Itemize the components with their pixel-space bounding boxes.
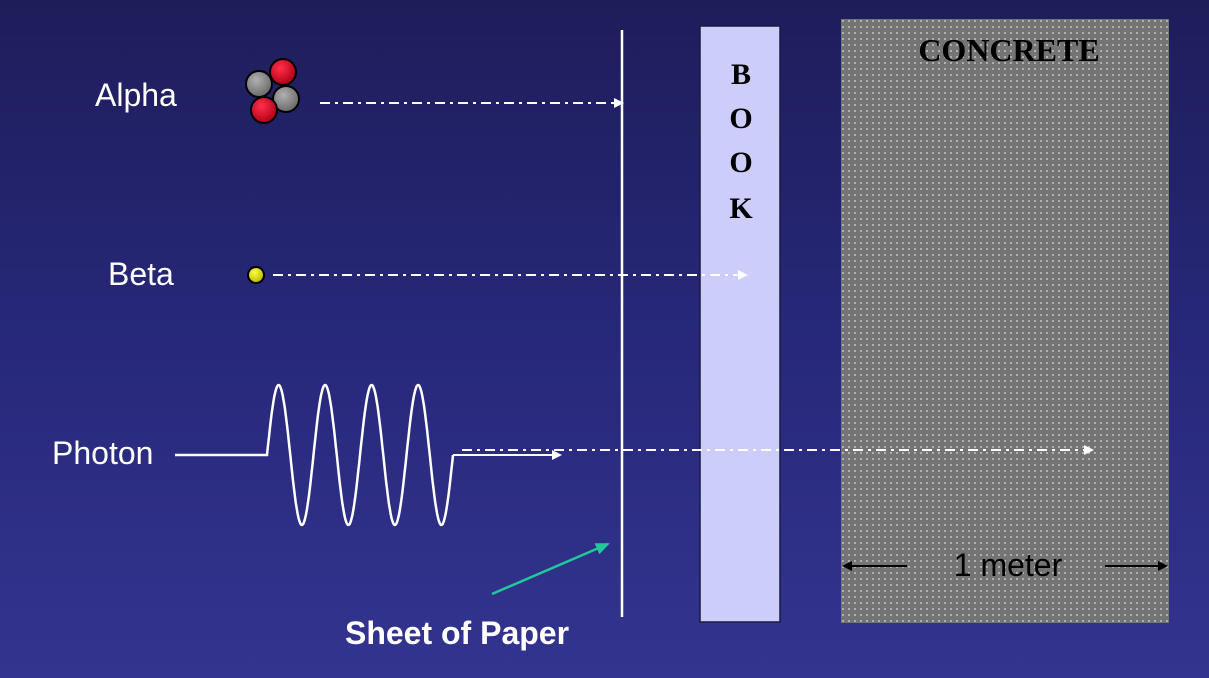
beta-label: Beta (108, 256, 174, 292)
book-block: B O O K (699, 25, 781, 623)
book-letter: B (731, 58, 751, 91)
concrete-block: CONCRETE 1 meter (841, 19, 1169, 623)
alpha-label: Alpha (95, 77, 177, 113)
book-letter: K (729, 192, 753, 225)
concrete-label: CONCRETE (918, 32, 1099, 68)
book-letter: O (729, 146, 752, 179)
beta-particle-icon (247, 266, 265, 284)
photon-wave-icon (175, 383, 455, 527)
photon-label: Photon (52, 435, 153, 471)
paper-pointer-arrow (491, 542, 610, 596)
alpha-particle-icon (245, 58, 300, 124)
meter-label: 1 meter (954, 547, 1063, 583)
book-letter: O (729, 102, 752, 135)
paper-label: Sheet of Paper (345, 615, 569, 651)
